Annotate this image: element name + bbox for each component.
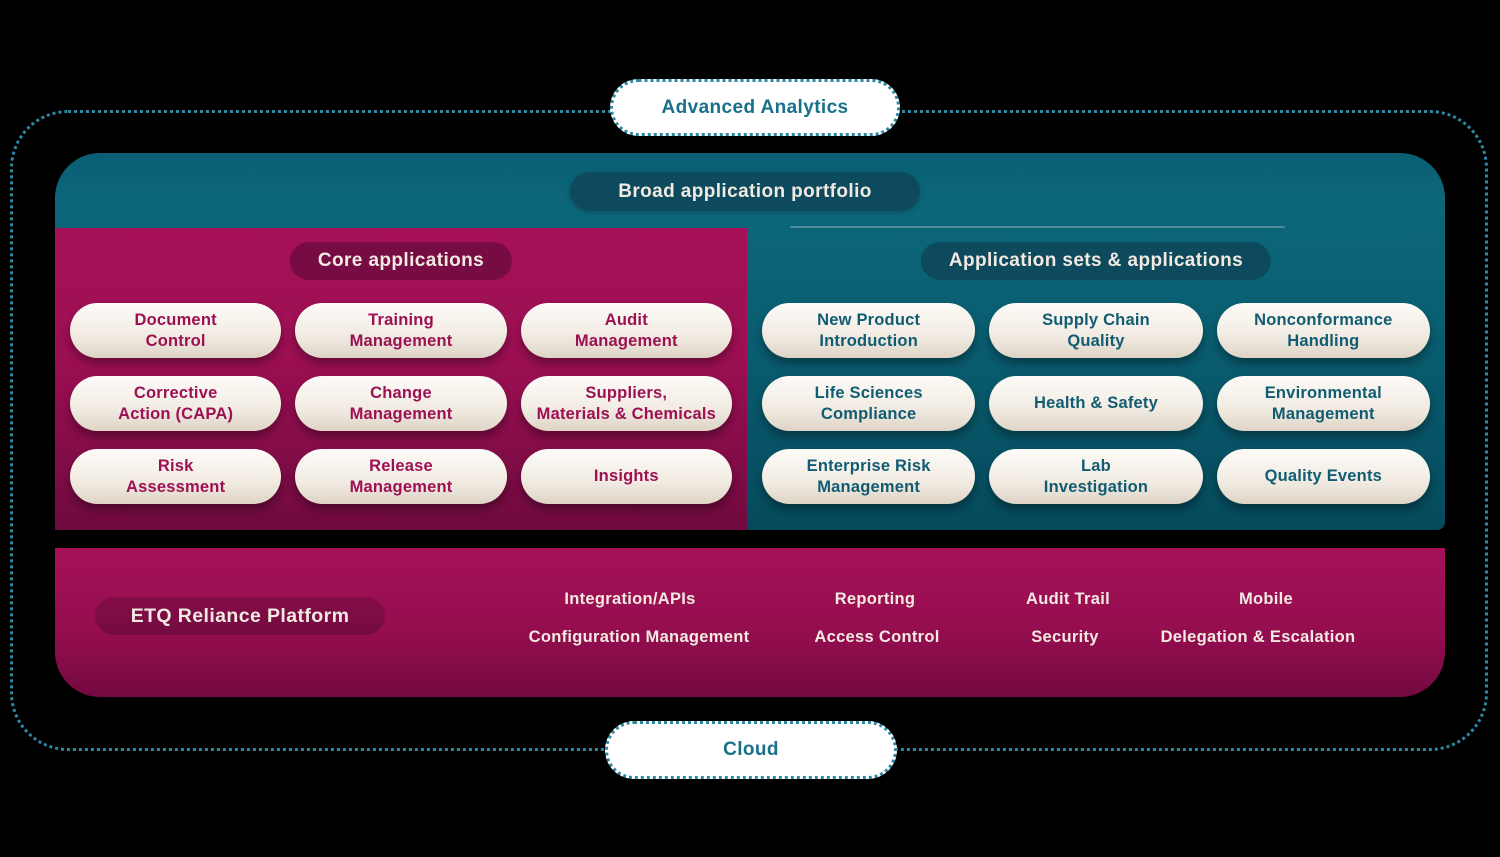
app-pill-new-product-introduction: New Product Introduction — [762, 303, 976, 358]
advanced-analytics-label: Advanced Analytics — [661, 96, 849, 118]
feature-integration-apis: Integration/APIs — [564, 590, 696, 608]
app-pill-audit-management: Audit Management — [520, 303, 732, 358]
portfolio-title-pill: Broad application portfolio — [570, 172, 920, 211]
feature-access-control: Access Control — [814, 628, 940, 646]
portfolio-title-label: Broad application portfolio — [618, 180, 872, 202]
app-pill-suppliers-materials: Suppliers, Materials & Chemicals — [520, 376, 732, 431]
app-pill-health-safety: Health & Safety — [989, 376, 1203, 431]
advanced-analytics-node: Advanced Analytics — [610, 79, 900, 136]
core-applications-panel: Core applications Document Control Train… — [55, 228, 747, 530]
cloud-label: Cloud — [723, 739, 779, 760]
app-pill-supply-chain-quality: Supply Chain Quality — [989, 303, 1203, 358]
feature-reporting: Reporting — [834, 590, 916, 608]
application-sets-title-pill: Application sets & applications — [920, 242, 1272, 280]
app-pill-lab-investigation: Lab Investigation — [989, 449, 1203, 504]
broad-application-portfolio-container: Broad application portfolio Core applica… — [55, 153, 1445, 530]
app-pill-document-control: Document Control — [70, 303, 282, 358]
app-pill-life-sciences-compliance: Life Sciences Compliance — [762, 376, 976, 431]
app-pill-insights: Insights — [520, 449, 732, 504]
core-applications-grid: Document Control Training Management Aud… — [70, 303, 732, 504]
feature-delegation-escalation: Delegation & Escalation — [1160, 628, 1356, 646]
app-pill-nonconformance-handling: Nonconformance Handling — [1216, 303, 1430, 358]
platform-title-label: ETQ Reliance Platform — [130, 604, 350, 627]
feature-security: Security — [1031, 628, 1099, 646]
cloud-node: Cloud — [605, 721, 897, 779]
core-applications-title-label: Core applications — [317, 250, 485, 271]
app-pill-enterprise-risk-management: Enterprise Risk Management — [762, 449, 976, 504]
app-pill-corrective-action: Corrective Action (CAPA) — [70, 376, 282, 431]
etq-reliance-platform-bar: ETQ Reliance Platform Integration/APIs R… — [55, 548, 1445, 697]
feature-audit-trail: Audit Trail — [1026, 590, 1110, 608]
application-sets-grid: New Product Introduction Supply Chain Qu… — [762, 303, 1430, 504]
app-pill-release-management: Release Management — [295, 449, 507, 504]
app-pill-training-management: Training Management — [295, 303, 507, 358]
feature-configuration-management: Configuration Management — [528, 628, 750, 646]
core-applications-title-pill: Core applications — [289, 242, 513, 280]
platform-title-pill: ETQ Reliance Platform — [95, 597, 385, 635]
feature-mobile: Mobile — [1238, 590, 1294, 608]
app-pill-environmental-management: Environmental Management — [1216, 376, 1430, 431]
application-sets-divider — [790, 226, 1285, 228]
app-pill-risk-assessment: Risk Assessment — [70, 449, 282, 504]
app-pill-quality-events: Quality Events — [1216, 449, 1430, 504]
application-sets-panel: Application sets & applications New Prod… — [747, 228, 1445, 530]
app-pill-change-management: Change Management — [295, 376, 507, 431]
application-sets-title-label: Application sets & applications — [948, 250, 1244, 271]
